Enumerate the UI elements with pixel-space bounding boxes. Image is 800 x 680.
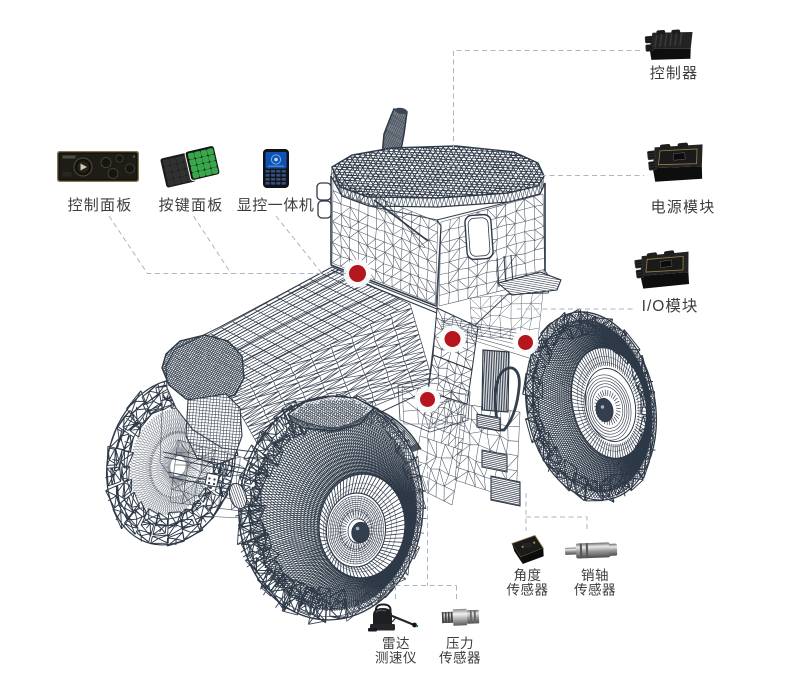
svg-text:控制器: 控制器 [650, 65, 699, 82]
svg-text:电源模块: 电源模块 [651, 199, 716, 216]
svg-text:销轴: 销轴 [581, 568, 609, 583]
svg-text:按键面板: 按键面板 [159, 196, 224, 214]
svg-text:传感器: 传感器 [507, 582, 549, 598]
svg-text:控制面板: 控制面板 [68, 196, 133, 214]
svg-text:I/O模块: I/O模块 [642, 297, 699, 315]
svg-text:显控一体机: 显控一体机 [237, 197, 315, 214]
svg-text:测速仪: 测速仪 [375, 651, 417, 666]
svg-text:压力: 压力 [446, 636, 474, 651]
svg-text:角度: 角度 [514, 568, 542, 583]
svg-text:雷达: 雷达 [382, 636, 410, 651]
svg-text:传感器: 传感器 [439, 650, 481, 666]
svg-text:传感器: 传感器 [574, 582, 616, 598]
